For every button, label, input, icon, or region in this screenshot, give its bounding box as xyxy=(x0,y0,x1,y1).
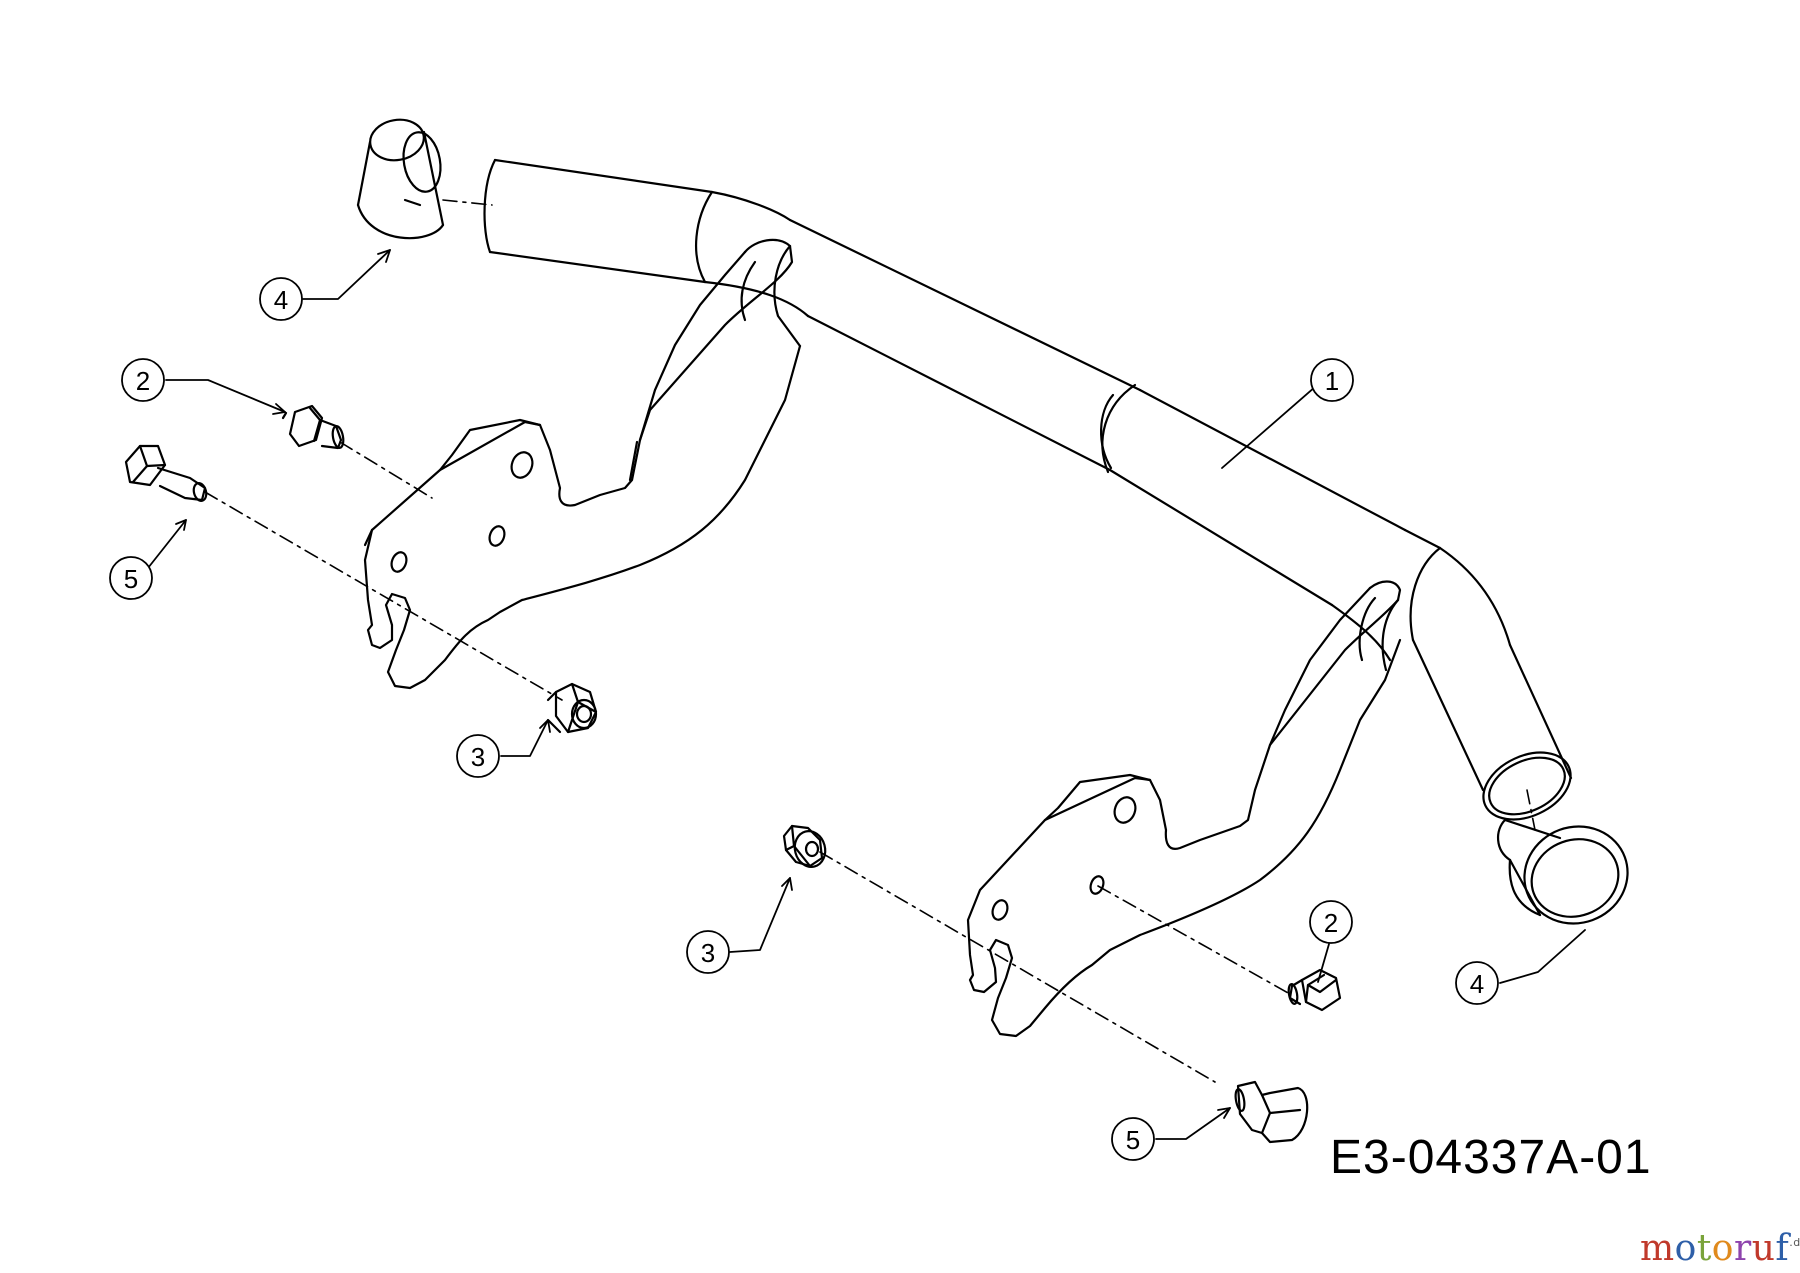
callout-1-label: 1 xyxy=(1325,366,1339,396)
callout-5-left-label: 5 xyxy=(124,564,138,594)
shoulder-bolt-right xyxy=(1287,968,1342,1012)
callout-4-left: 4 xyxy=(259,277,303,321)
callout-4-left-label: 4 xyxy=(274,285,288,315)
hex-bolt-right xyxy=(1234,1080,1309,1144)
bushing-right xyxy=(1497,818,1629,925)
watermark-suffix: .de xyxy=(1789,1236,1800,1249)
drawing-code: E3-04337A-01 xyxy=(1330,1131,1652,1184)
callout-3-right-label: 3 xyxy=(701,938,715,968)
callout-2-left: 2 xyxy=(121,358,165,402)
right-bracket xyxy=(966,580,1402,1038)
assembly-lines xyxy=(204,199,1536,1083)
callout-2-right: 2 xyxy=(1309,900,1353,944)
callout-5-right-label: 5 xyxy=(1126,1125,1140,1155)
callout-3-left: 3 xyxy=(456,734,500,778)
callout-3-left-label: 3 xyxy=(471,742,485,772)
bushing-left xyxy=(356,118,445,240)
callout-5-left: 5 xyxy=(109,556,153,600)
shoulder-bolt-left xyxy=(281,404,345,450)
flange-nut-left xyxy=(546,682,598,734)
flange-nut-right xyxy=(782,824,827,868)
watermark-logo: motoruf.de xyxy=(1640,1228,1800,1269)
watermark-text: motoruf xyxy=(1640,1228,1790,1269)
callout-2-right-label: 2 xyxy=(1324,908,1338,938)
hex-bolt-left xyxy=(124,444,208,502)
callout-2-left-label: 2 xyxy=(136,366,150,396)
axle-tube xyxy=(483,158,1573,821)
callout-4-right-label: 4 xyxy=(1470,969,1484,999)
callout-5-right: 5 xyxy=(1111,1117,1155,1161)
callout-1: 1 xyxy=(1310,358,1354,402)
left-bracket xyxy=(363,238,802,690)
callout-4-right: 4 xyxy=(1455,961,1499,1005)
leader-lines xyxy=(147,249,1586,1140)
callout-3-right: 3 xyxy=(686,930,730,974)
